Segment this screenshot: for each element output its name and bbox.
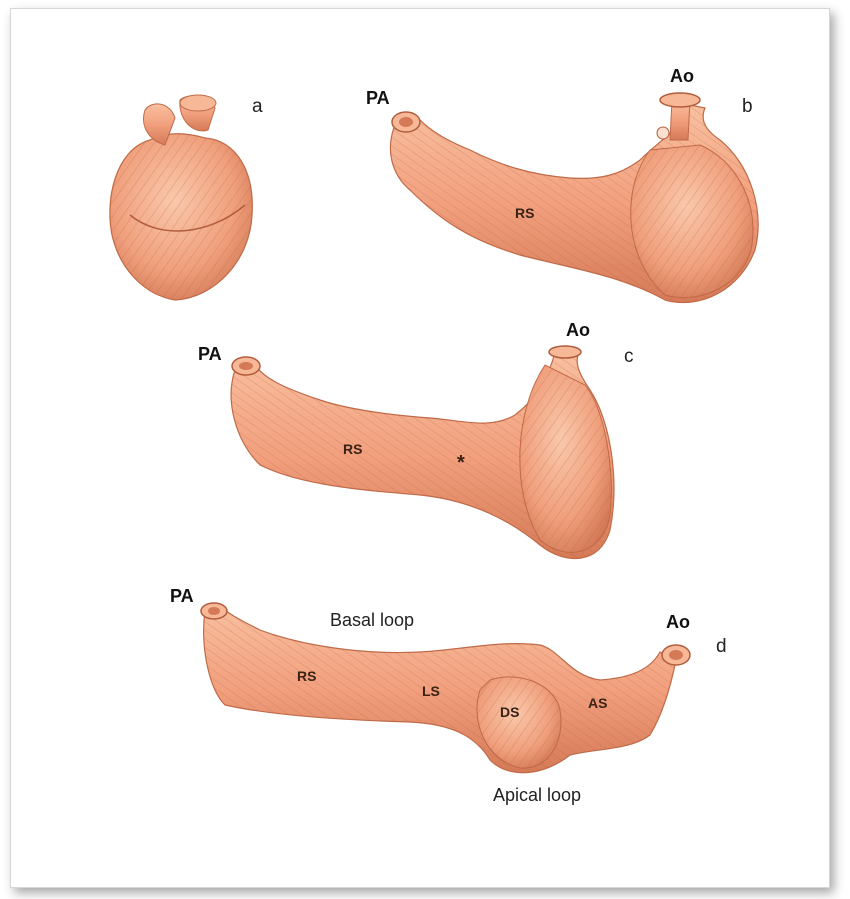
panel-label-d: d [716, 636, 727, 658]
segment-ls-d: LS [422, 683, 440, 699]
panel-d-band [201, 603, 690, 773]
panel-label-a: a [252, 96, 263, 118]
segment-star-c: * [457, 452, 465, 475]
segment-ds-d: DS [500, 704, 519, 720]
pa-label-c: PA [198, 344, 222, 365]
ao-label-c: Ao [566, 320, 590, 341]
basal-loop-label: Basal loop [330, 610, 414, 631]
ao-label-d: Ao [666, 612, 690, 633]
panel-label-b: b [742, 96, 753, 118]
apical-loop-label: Apical loop [493, 785, 581, 806]
panel-c-band [231, 346, 614, 559]
panel-b-band [390, 93, 758, 303]
segment-rs-c: RS [343, 441, 362, 457]
segment-rs-b: RS [515, 205, 534, 221]
panel-label-c: c [624, 346, 634, 368]
ao-label-b: Ao [670, 66, 694, 87]
segment-rs-d: RS [297, 668, 316, 684]
segment-as-d: AS [588, 695, 607, 711]
pa-label-d: PA [170, 586, 194, 607]
panel-a-heart [110, 95, 252, 300]
pa-label-b: PA [366, 88, 390, 109]
